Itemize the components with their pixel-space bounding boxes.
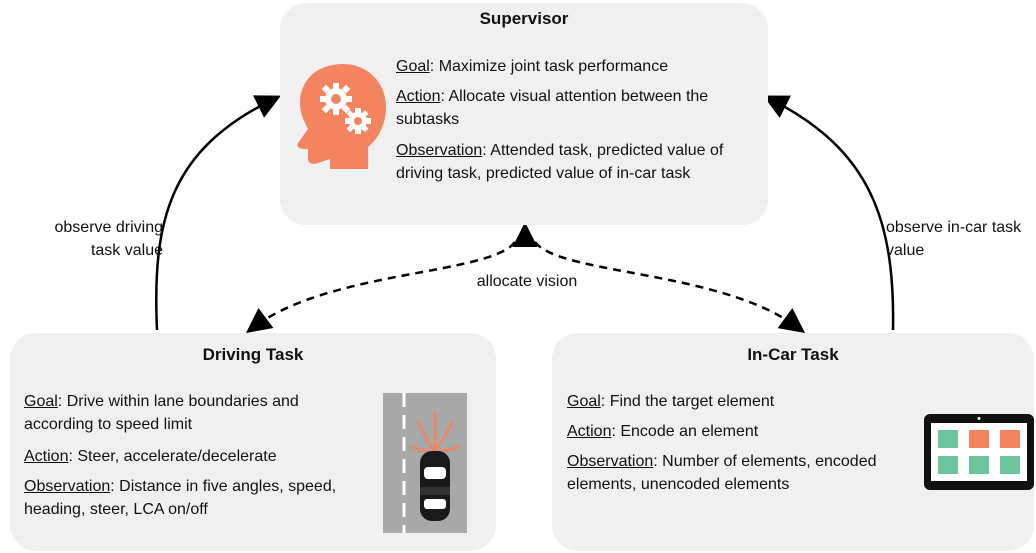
arrow-observe-incar [763, 95, 895, 331]
goal-key: Goal [24, 393, 58, 410]
arrow-allocate-driving [245, 241, 516, 333]
supervisor-title: Supervisor [479, 9, 569, 28]
driving-task-box: Driving Task Goal: Drive within lane bou… [10, 333, 496, 551]
edge-label-allocate: allocate vision [476, 273, 578, 290]
driving-observation: Observation: Distance in five angles, sp… [24, 475, 369, 521]
action-text: : Steer, accelerate/decelerate [68, 448, 277, 465]
arrow-allocate-incar [534, 241, 806, 333]
supervisor-goal: Goal: Maximize joint task performance [396, 55, 756, 78]
action-text: : Allocate visual attention between the … [396, 88, 709, 128]
supervisor-action: Action: Allocate visual attention betwee… [396, 85, 756, 131]
in-car-task-box: In-Car Task Goal: Find the target elemen… [552, 333, 1034, 551]
observation-text: : Attended task, predicted value of driv… [396, 142, 724, 182]
edge-label-observe-driving: observe driving task value [54, 219, 164, 259]
action-key: Action [567, 423, 612, 440]
driving-task-title: Driving Task [202, 345, 304, 364]
observation-text: : Distance in five angles, speed, headin… [24, 478, 337, 518]
action-text: : Encode an element [611, 423, 759, 440]
goal-text: : Maximize joint task performance [429, 58, 669, 75]
action-key: Action [24, 448, 69, 465]
goal-text: : Drive within lane boundaries and accor… [24, 393, 299, 433]
observation-key: Observation [567, 453, 654, 470]
goal-text: : Find the target element [600, 393, 775, 410]
supervisor-box: Supervisor Goal: Maximiz [280, 3, 768, 225]
observation-key: Observation [396, 142, 483, 159]
in-car-goal: Goal: Find the target element [567, 390, 912, 413]
in-car-task-title: In-Car Task [747, 345, 839, 364]
goal-key: Goal [567, 393, 601, 410]
action-key: Action [396, 88, 441, 105]
edge-label-observe-incar: observe in-car task value [886, 219, 1022, 259]
driving-action: Action: Steer, accelerate/decelerate [24, 445, 369, 468]
tablet-grid-icon [924, 414, 1034, 490]
head-gears-icon [297, 64, 386, 169]
in-car-action: Action: Encode an element [567, 420, 912, 443]
observation-text: : Number of elements, encoded elements, … [567, 453, 877, 493]
driving-goal: Goal: Drive within lane boundaries and a… [24, 390, 369, 436]
car-on-road-icon [383, 393, 467, 533]
goal-key: Goal [396, 58, 430, 75]
supervisor-observation: Observation: Attended task, predicted va… [396, 139, 741, 185]
arrow-observe-driving [155, 95, 281, 331]
observation-key: Observation [24, 478, 111, 495]
in-car-observation: Observation: Number of elements, encoded… [567, 450, 912, 496]
